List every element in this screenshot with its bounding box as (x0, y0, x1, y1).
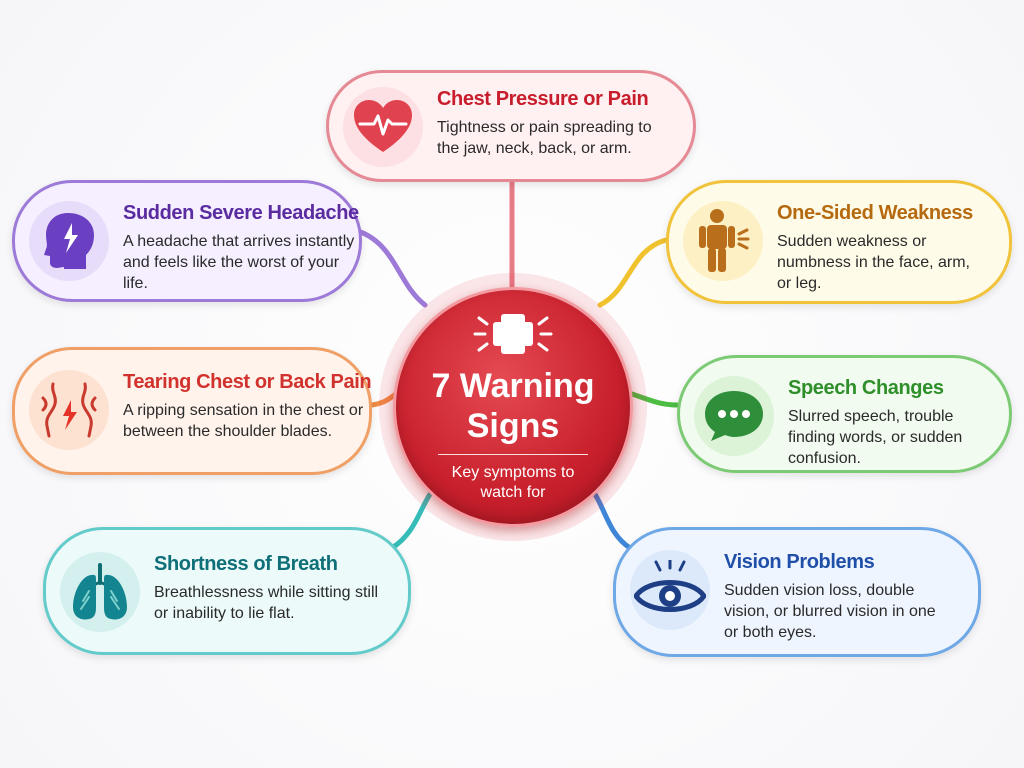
sign-title: Vision Problems (724, 551, 875, 573)
sign-title: Speech Changes (788, 377, 944, 399)
connector-weakness (597, 237, 669, 308)
heart-pulse-icon (343, 87, 423, 167)
sign-description: Sudden vision loss, double vision, or bl… (724, 582, 936, 641)
sign-card-shortness-of-breath: Shortness of Breath Breathlessness while… (43, 527, 411, 655)
hub-title-line2: Signs (466, 407, 560, 445)
sign-card-vision-problems: Vision Problems Sudden vision loss, doub… (613, 527, 981, 657)
sign-card-severe-headache: Sudden Severe Headache A headache that a… (12, 180, 362, 302)
hub-divider (438, 454, 588, 455)
sign-title: Shortness of Breath (154, 553, 338, 575)
lungs-icon (60, 552, 140, 632)
sign-description: Breathlessness while sitting still or in… (154, 584, 379, 622)
torso-lightning-icon (29, 370, 109, 450)
sign-title: One-Sided Weakness (777, 202, 973, 224)
sign-title: Sudden Severe Headache (123, 202, 359, 224)
sign-card-speech-changes: Speech Changes Slurred speech, trouble f… (677, 355, 1012, 473)
sign-description: Tightness or pain spreading to the jaw, … (437, 119, 652, 157)
connector-speech (629, 391, 680, 408)
sign-card-chest-pressure: Chest Pressure or Pain Tightness or pain… (326, 70, 696, 182)
sign-description: Slurred speech, trouble finding words, o… (788, 408, 963, 467)
head-lightning-icon (29, 201, 109, 281)
hub-subtitle: Key symptoms to watch for (451, 464, 575, 501)
hub-title-line1: 7 Warning (431, 367, 595, 405)
speech-bubble-icon (694, 376, 774, 456)
sign-description: Sudden weakness or numbness in the face,… (777, 233, 970, 292)
sign-title: Chest Pressure or Pain (437, 88, 649, 110)
medical-cross-icon (453, 304, 573, 364)
sign-description: A headache that arrives instantly and fe… (123, 233, 355, 292)
eye-icon (630, 550, 710, 630)
central-hub: 7 Warning Signs Key symptoms to watch fo… (393, 287, 633, 527)
sign-description: A ripping sensation in the chest or betw… (123, 402, 364, 440)
person-weakness-icon (683, 201, 763, 281)
sign-card-tearing-pain: Tearing Chest or Back Pain A ripping sen… (12, 347, 372, 475)
sign-card-one-sided-weakness: One-Sided Weakness Sudden weakness or nu… (666, 180, 1012, 304)
sign-title: Tearing Chest or Back Pain (123, 371, 372, 393)
